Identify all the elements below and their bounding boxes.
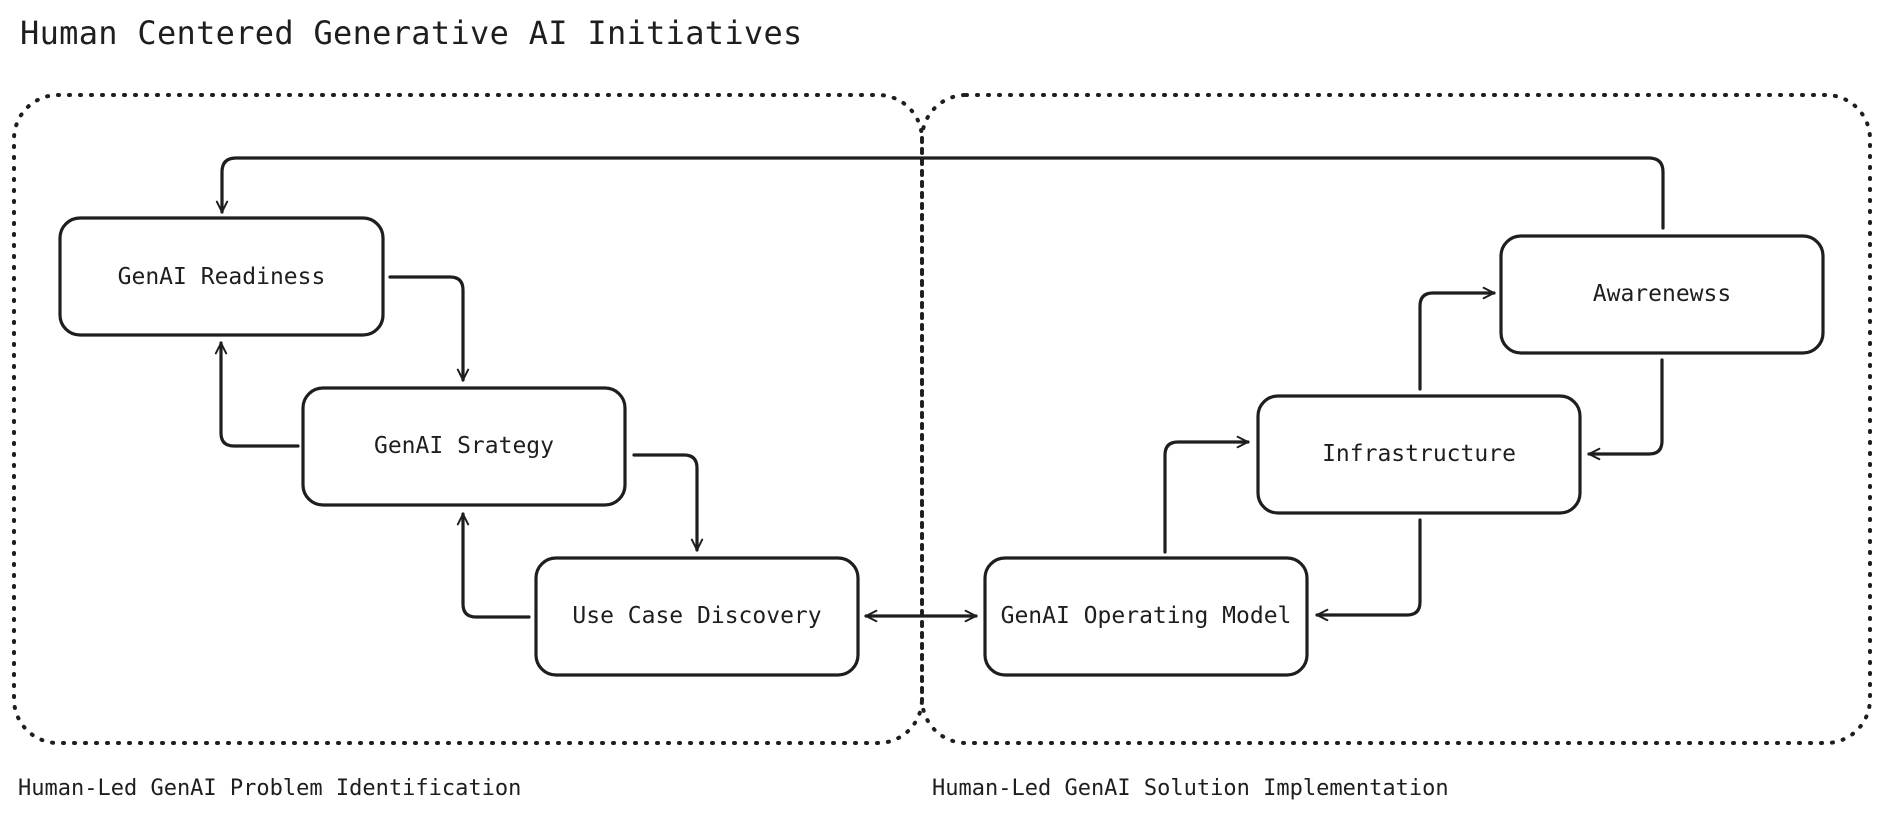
node-label: GenAI Readiness xyxy=(118,264,326,290)
node-genai-operating-model[interactable]: GenAI Operating Model xyxy=(983,556,1309,677)
node-label: GenAI Srategy xyxy=(374,433,554,459)
edge-awareness-to-infrastructure xyxy=(1587,358,1664,461)
edge-infrastructure-to-awareness xyxy=(1418,286,1496,391)
node-infrastructure[interactable]: Infrastructure xyxy=(1256,394,1582,515)
edge-readiness-to-strategy xyxy=(388,275,470,382)
node-label: Use Case Discovery xyxy=(572,603,821,629)
node-label: GenAI Operating Model xyxy=(1001,603,1292,629)
edge-strategy-to-use-case xyxy=(632,453,704,552)
node-use-case-discovery[interactable]: Use Case Discovery xyxy=(534,556,860,677)
edge-infrastructure-to-operating-model xyxy=(1315,518,1422,622)
group-problem-identification xyxy=(12,93,924,745)
node-genai-strategy[interactable]: GenAI Srategy xyxy=(301,386,627,507)
group-label-problem-identification: Human-Led GenAI Problem Identification xyxy=(18,776,522,801)
edge-strategy-to-readiness xyxy=(214,341,300,448)
group-solution-implementation xyxy=(920,93,1872,745)
diagram-title: Human Centered Generative AI Initiatives xyxy=(20,14,803,52)
node-label: Awarenewss xyxy=(1593,281,1731,307)
edge-use-case-to-strategy xyxy=(456,512,531,619)
edge-operating-model-to-infrastructure xyxy=(1163,435,1250,554)
group-label-solution-implementation: Human-Led GenAI Solution Implementation xyxy=(932,776,1449,801)
node-awareness[interactable]: Awarenewss xyxy=(1499,234,1825,355)
node-genai-readiness[interactable]: GenAI Readiness xyxy=(58,216,385,337)
edge-awareness-to-readiness xyxy=(215,156,1665,230)
node-label: Infrastructure xyxy=(1322,441,1516,467)
